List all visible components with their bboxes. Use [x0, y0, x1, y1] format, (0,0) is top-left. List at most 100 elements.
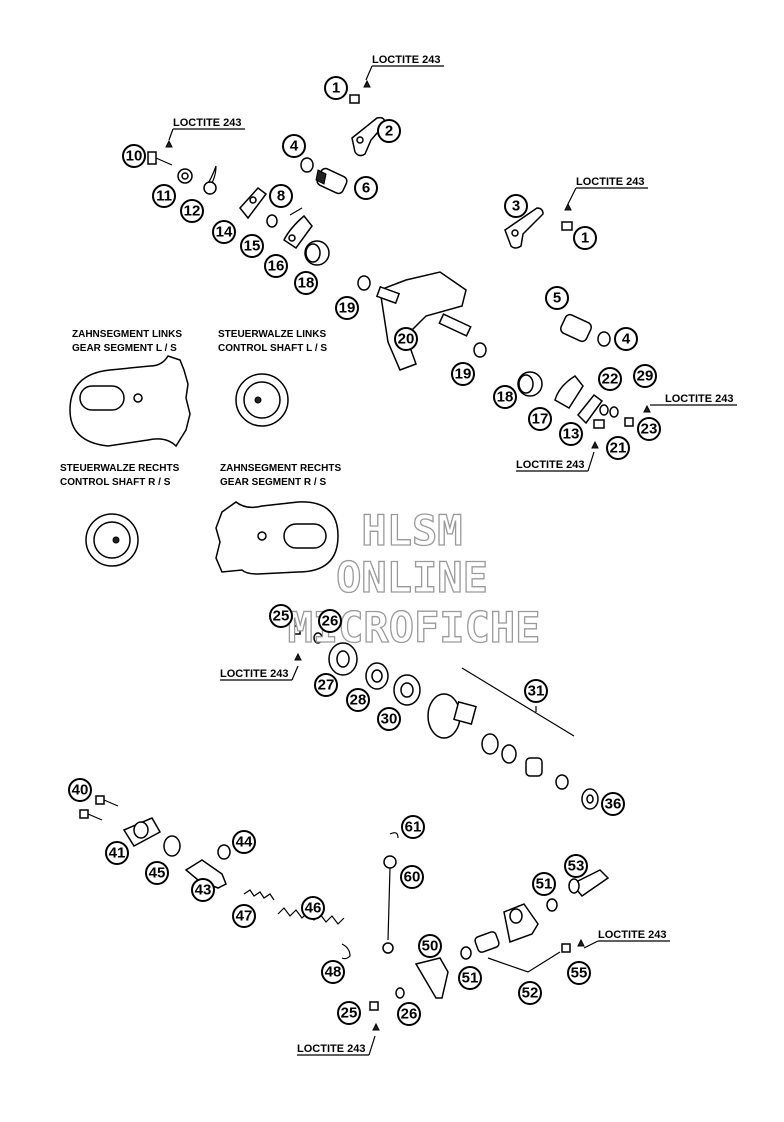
svg-text:18: 18: [497, 389, 514, 406]
svg-text:19: 19: [455, 366, 472, 383]
washer-51-right: [546, 898, 558, 912]
callout: 26: [397, 1002, 421, 1026]
shaft-53: [568, 869, 610, 898]
washer-51-left: [460, 946, 472, 960]
svg-text:51: 51: [536, 876, 553, 893]
svg-text:29: 29: [637, 368, 654, 385]
bracket-52: [487, 951, 561, 973]
svg-text:LOCTITE 243: LOCTITE 243: [516, 459, 584, 471]
callout: 28: [346, 688, 370, 712]
shaft-31: [427, 693, 569, 790]
clip-61: [389, 832, 399, 839]
screw-10: [147, 139, 173, 166]
svg-text:21: 21: [610, 440, 627, 457]
svg-text:55: 55: [571, 965, 588, 982]
svg-text:23: 23: [641, 421, 658, 438]
callout: 20: [394, 327, 418, 351]
svg-text:19: 19: [339, 300, 356, 317]
svg-text:3: 3: [512, 198, 520, 215]
bushing-52: [474, 931, 500, 953]
screw-25-bottom: [369, 1001, 380, 1031]
bushing-18-right: [517, 371, 543, 397]
nut-11: [177, 168, 193, 184]
inset-control-shaft-left: STEUERWALZE LINKS CONTROL SHAFT L / S: [218, 329, 327, 427]
loctite-label: LOCTITE 243: [583, 929, 670, 949]
svg-text:27: 27: [318, 677, 335, 694]
callout: 11: [152, 184, 176, 208]
segment-17: [554, 375, 584, 410]
washer-15: [266, 214, 278, 228]
bushing-18-top: [304, 240, 330, 266]
oring-4-right: [597, 331, 611, 347]
gear-27: [328, 642, 358, 676]
svg-text:2: 2: [385, 123, 393, 140]
callout: 47: [232, 904, 256, 928]
callout: 25: [269, 604, 293, 628]
shaft-20: [375, 271, 472, 371]
inset-label-line2: GEAR SEGMENT R / S: [220, 477, 326, 488]
lever-50: [414, 957, 449, 999]
callout: 19: [451, 362, 475, 386]
svg-text:LOCTITE 243: LOCTITE 243: [598, 929, 666, 941]
svg-text:60: 60: [404, 869, 421, 886]
svg-text:4: 4: [622, 331, 631, 348]
callout: 1: [324, 76, 348, 100]
svg-text:14: 14: [216, 224, 233, 241]
lever-2: [351, 116, 386, 157]
svg-text:4: 4: [290, 138, 299, 155]
svg-text:15: 15: [244, 238, 261, 255]
inset-label-line2: CONTROL SHAFT R / S: [60, 477, 171, 488]
svg-text:11: 11: [156, 188, 172, 205]
svg-text:52: 52: [522, 985, 539, 1002]
svg-text:47: 47: [236, 908, 253, 925]
lever-52: [503, 903, 539, 944]
bearing-36: [581, 788, 599, 810]
bearing-28: [365, 662, 389, 690]
rod-60: [382, 855, 397, 954]
watermark-line2: ONLINE: [336, 553, 488, 602]
inset-label-line1: STEUERWALZE RECHTS: [60, 463, 180, 474]
oring-4-top: [300, 157, 314, 173]
callout: 44: [232, 830, 256, 854]
svg-text:45: 45: [149, 865, 166, 882]
svg-text:61: 61: [405, 819, 422, 836]
svg-text:10: 10: [126, 148, 143, 165]
bushing-6: [315, 167, 348, 195]
callout: 23: [637, 417, 661, 441]
svg-text:36: 36: [605, 796, 622, 813]
svg-text:LOCTITE 243: LOCTITE 243: [297, 1043, 365, 1055]
callout: 22: [598, 367, 622, 391]
callout: 52: [518, 981, 542, 1005]
callout: 3: [504, 194, 528, 218]
svg-text:5: 5: [553, 290, 561, 307]
segment-16: [283, 214, 313, 250]
callout: 17: [528, 407, 552, 431]
svg-text:26: 26: [401, 1006, 418, 1023]
lever-3: [504, 207, 544, 249]
loctite-label: LOCTITE 243: [516, 440, 599, 472]
svg-text:LOCTITE 243: LOCTITE 243: [665, 393, 733, 405]
callout: 2: [377, 119, 401, 143]
callout: 30: [377, 707, 401, 731]
callout: 16: [264, 254, 288, 278]
callout: 18: [493, 385, 517, 409]
inset-gear-segment-right: ZAHNSEGMENT RECHTS GEAR SEGMENT R / S: [215, 463, 341, 575]
svg-text:44: 44: [236, 834, 253, 851]
callout: 48: [321, 960, 345, 984]
callout: 13: [559, 422, 583, 446]
svg-text:46: 46: [305, 900, 322, 917]
inset-label-line1: ZAHNSEGMENT LINKS: [72, 329, 182, 340]
callout: 40: [68, 778, 92, 802]
callout: 18: [294, 271, 318, 295]
callout: 6: [354, 176, 378, 200]
svg-text:8: 8: [277, 188, 285, 205]
svg-text:25: 25: [341, 1005, 358, 1022]
pin-8: [289, 207, 303, 216]
svg-text:LOCTITE 243: LOCTITE 243: [576, 176, 644, 188]
callout: 46: [301, 896, 325, 920]
svg-text:LOCTITE 243: LOCTITE 243: [372, 54, 440, 66]
svg-text:22: 22: [602, 371, 619, 388]
clip-48: [341, 943, 351, 960]
callout: 21: [606, 436, 630, 460]
plate-13: [576, 393, 604, 425]
